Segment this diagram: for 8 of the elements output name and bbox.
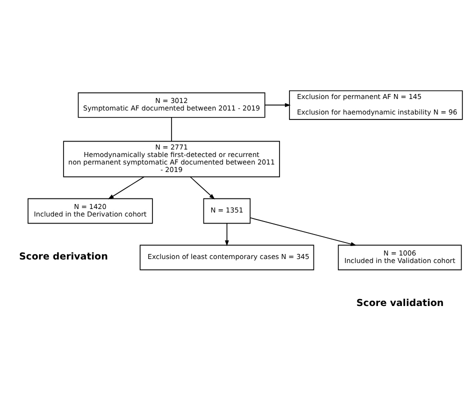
label: Score validation [356, 297, 444, 308]
arrow [108, 176, 144, 199]
arrow [250, 216, 356, 246]
connector [171, 116, 172, 142]
label: Score derivation [19, 250, 108, 262]
arrow [224, 222, 229, 246]
arrow [264, 102, 291, 107]
arrow [190, 176, 215, 199]
